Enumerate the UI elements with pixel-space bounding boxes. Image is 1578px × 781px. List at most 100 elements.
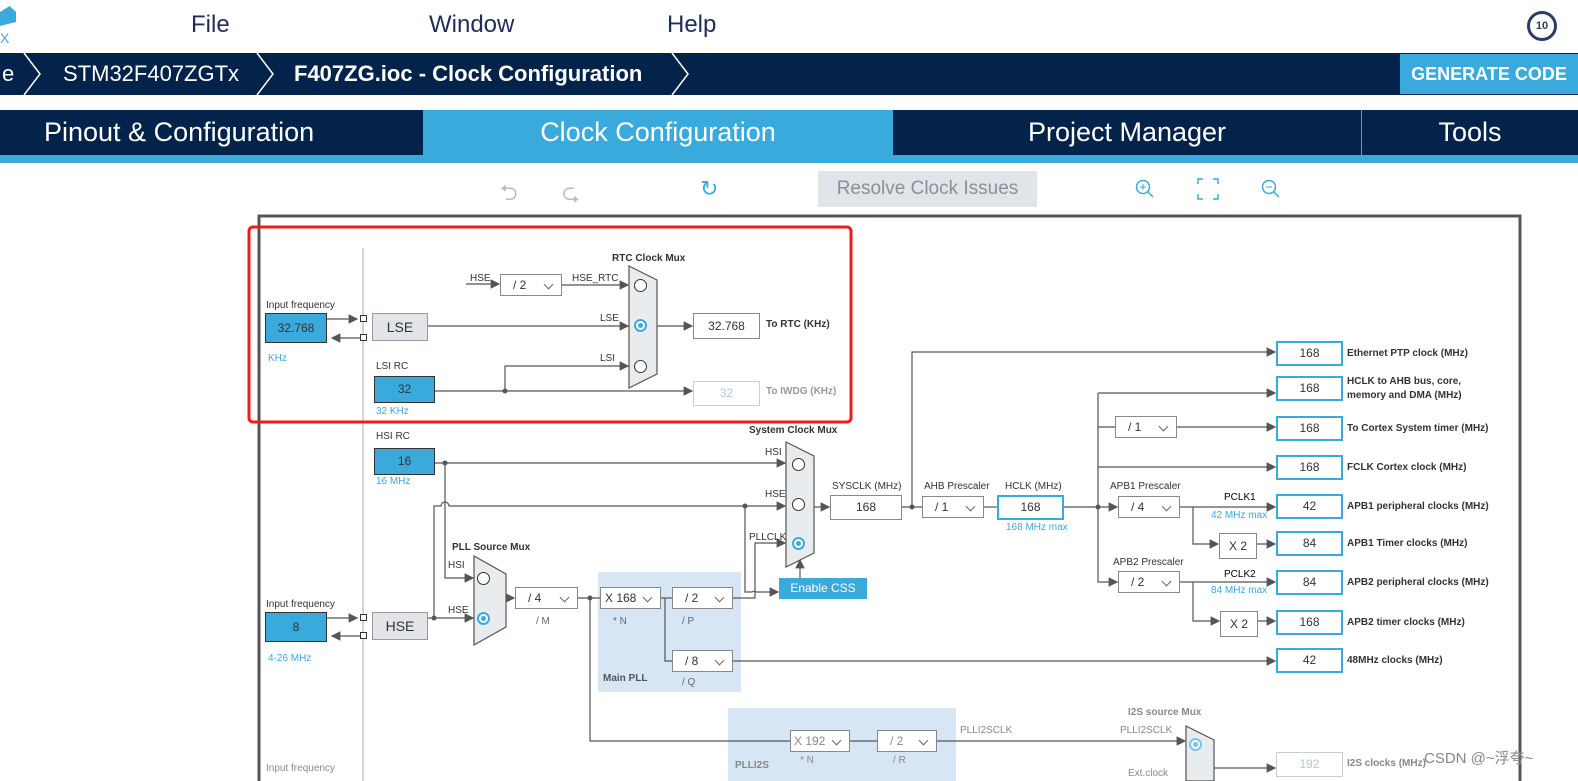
lse-unit: KHz (268, 353, 287, 364)
apb1-max: 42 MHz max (1211, 510, 1268, 521)
ahb-prescaler[interactable]: / 1 (922, 496, 984, 518)
tab-tools[interactable]: Tools (1362, 110, 1578, 155)
enable-css-button[interactable]: Enable CSS (779, 578, 867, 599)
sysmux-hsi-radio[interactable] (792, 458, 805, 471)
hsi-title: HSI RC (376, 431, 410, 442)
lse-input-frequency[interactable]: 32.768 (265, 313, 327, 343)
rtc-mux-lsi-radio[interactable] (634, 360, 647, 373)
hse-range: 4-26 MHz (268, 653, 312, 664)
generate-code-button[interactable]: GENERATE CODE (1400, 54, 1578, 94)
rtc-hse-label: HSE (470, 273, 491, 284)
cortex-timer-divider[interactable]: / 1 (1115, 416, 1177, 438)
pll-m-divider[interactable]: / 4 (515, 587, 578, 609)
rtc-mux-lse-radio[interactable] (634, 319, 647, 332)
pll-q-divider[interactable]: / 8 (672, 650, 733, 672)
apb2-max: 84 MHz max (1211, 585, 1268, 596)
hsi-unit: 16 MHz (376, 476, 411, 487)
output-label: 48MHz clocks (MHz) (1347, 655, 1443, 666)
rtc-output-label: To RTC (KHz) (766, 319, 830, 330)
sysclk-value: 168 (830, 495, 902, 520)
rtc-hse-rtc-label: HSE_RTC (572, 273, 619, 284)
apb1-prescaler[interactable]: / 4 (1118, 496, 1180, 518)
i2s-plli2sclk-label: PLLI2SCLK (1120, 725, 1173, 736)
tab-clock-configuration[interactable]: Clock Configuration (424, 110, 892, 155)
i2s-plli2sclk-radio[interactable] (1189, 738, 1202, 751)
plli2s-r-divider[interactable]: / 2 (877, 730, 937, 752)
output-label: HCLK to AHB bus, core, memory and DMA (M… (1347, 376, 1462, 401)
pll-n-multiplier[interactable]: X 168 (600, 587, 661, 609)
fit-to-screen-icon[interactable] (1197, 178, 1219, 200)
output-label: APB2 peripheral clocks (MHz) (1347, 577, 1489, 588)
zoom-out-icon[interactable] (1260, 178, 1282, 200)
sysmux-hse-label: HSE (765, 489, 786, 500)
sysmux-pllclk-radio[interactable] (792, 537, 805, 550)
chevron-right-icon (671, 53, 689, 95)
output-hclk-ahb[interactable]: 168 (1276, 376, 1343, 401)
breadcrumb-mcu[interactable]: STM32F407ZGTx (63, 61, 240, 86)
iwdg-output-value: 32 (693, 381, 760, 406)
pll-src-hsi-radio[interactable] (477, 572, 490, 585)
rtc-mux-title: RTC Clock Mux (612, 253, 686, 264)
rtc-lsi-label: LSI (600, 353, 616, 364)
hse-oscillator: HSE (372, 612, 428, 640)
output-apb2-peripheral[interactable]: 84 (1276, 570, 1343, 595)
redo-icon[interactable]: ⮎ (562, 180, 580, 205)
ahb-prescaler-label: AHB Prescaler (924, 481, 990, 492)
pll-p-divider[interactable]: / 2 (672, 587, 733, 609)
pll-src-hse-label: HSE (448, 605, 469, 616)
hclk-max: 168 MHz max (1006, 522, 1068, 533)
rtc-output-value[interactable]: 32.768 (693, 313, 760, 339)
app-logo (0, 6, 16, 26)
apb1-timer-multiplier: X 2 (1219, 533, 1257, 559)
output-label: To Cortex System timer (MHz) (1347, 423, 1489, 434)
output-fclk[interactable]: 168 (1276, 455, 1343, 480)
output-apb1-timer[interactable]: 84 (1276, 531, 1343, 556)
tab-project-manager[interactable]: Project Manager (893, 110, 1361, 155)
i2s-mux-title: I2S source Mux (1128, 707, 1202, 718)
menu-window[interactable]: Window (429, 11, 515, 38)
rtc-mux-hse-radio[interactable] (634, 279, 647, 292)
pll-src-hsi-label: HSI (448, 560, 465, 571)
pll-q-label: / Q (682, 677, 696, 688)
hclk-label: HCLK (MHz) (1005, 481, 1062, 492)
plli2sclk-label: PLLI2SCLK (960, 725, 1013, 736)
hse-input-frequency[interactable]: 8 (265, 612, 327, 642)
menu-help[interactable]: Help (667, 11, 717, 38)
output-label: APB1 peripheral clocks (MHz) (1347, 501, 1489, 512)
lsi-value: 32 (374, 376, 435, 403)
apb2-prescaler[interactable]: / 2 (1118, 571, 1180, 593)
iwdg-output-label: To IWDG (KHz) (766, 386, 837, 397)
output-cortex-timer[interactable]: 168 (1276, 416, 1343, 441)
output-48mhz[interactable]: 42 (1276, 648, 1343, 673)
undo-icon[interactable]: ⮌ (500, 180, 518, 205)
i2s-ext-clock-label: Ext.clock (1128, 768, 1169, 779)
pll-src-hse-radio[interactable] (477, 612, 490, 625)
app-logo-text: X (0, 30, 10, 46)
apb1-prescaler-label: APB1 Prescaler (1110, 481, 1181, 492)
resolve-clock-issues-button[interactable]: Resolve Clock Issues (818, 171, 1037, 207)
zoom-in-icon[interactable] (1134, 178, 1156, 200)
output-apb1-peripheral[interactable]: 42 (1276, 494, 1343, 519)
plli2s-r-label: / R (893, 755, 906, 766)
anniversary-badge-icon: 10 (1527, 11, 1557, 41)
hclk-value[interactable]: 168 (997, 495, 1064, 520)
breadcrumb-current[interactable]: F407ZG.ioc - Clock Configuration (294, 61, 643, 86)
refresh-icon[interactable]: ↻ (700, 176, 719, 201)
output-apb2-timer[interactable]: 168 (1276, 610, 1343, 635)
main-tabs: Pinout & Configuration Clock Configurati… (0, 110, 1578, 163)
apb2-prescaler-label: APB2 Prescaler (1113, 557, 1184, 568)
output-ethernet-ptp[interactable]: 168 (1276, 341, 1343, 366)
pclk1-label: PCLK1 (1224, 492, 1256, 503)
breadcrumb-home[interactable]: e (2, 61, 15, 86)
lse-input-label: Input frequency (266, 300, 335, 311)
i2s-output-value: 192 (1276, 752, 1343, 777)
lsi-unit: 32 KHz (376, 406, 409, 417)
rtc-lse-label: LSE (600, 313, 619, 324)
tab-pinout[interactable]: Pinout & Configuration (0, 110, 423, 155)
plli2s-n-multiplier[interactable]: X 192 (790, 730, 850, 752)
rtc-hse-divider[interactable]: / 2 (500, 274, 562, 296)
pll-p-label: / P (682, 616, 695, 627)
sysmux-hse-radio[interactable] (792, 498, 805, 511)
menu-file[interactable]: File (191, 11, 230, 38)
sysmux-pllclk-label: PLLCLK (749, 532, 787, 543)
